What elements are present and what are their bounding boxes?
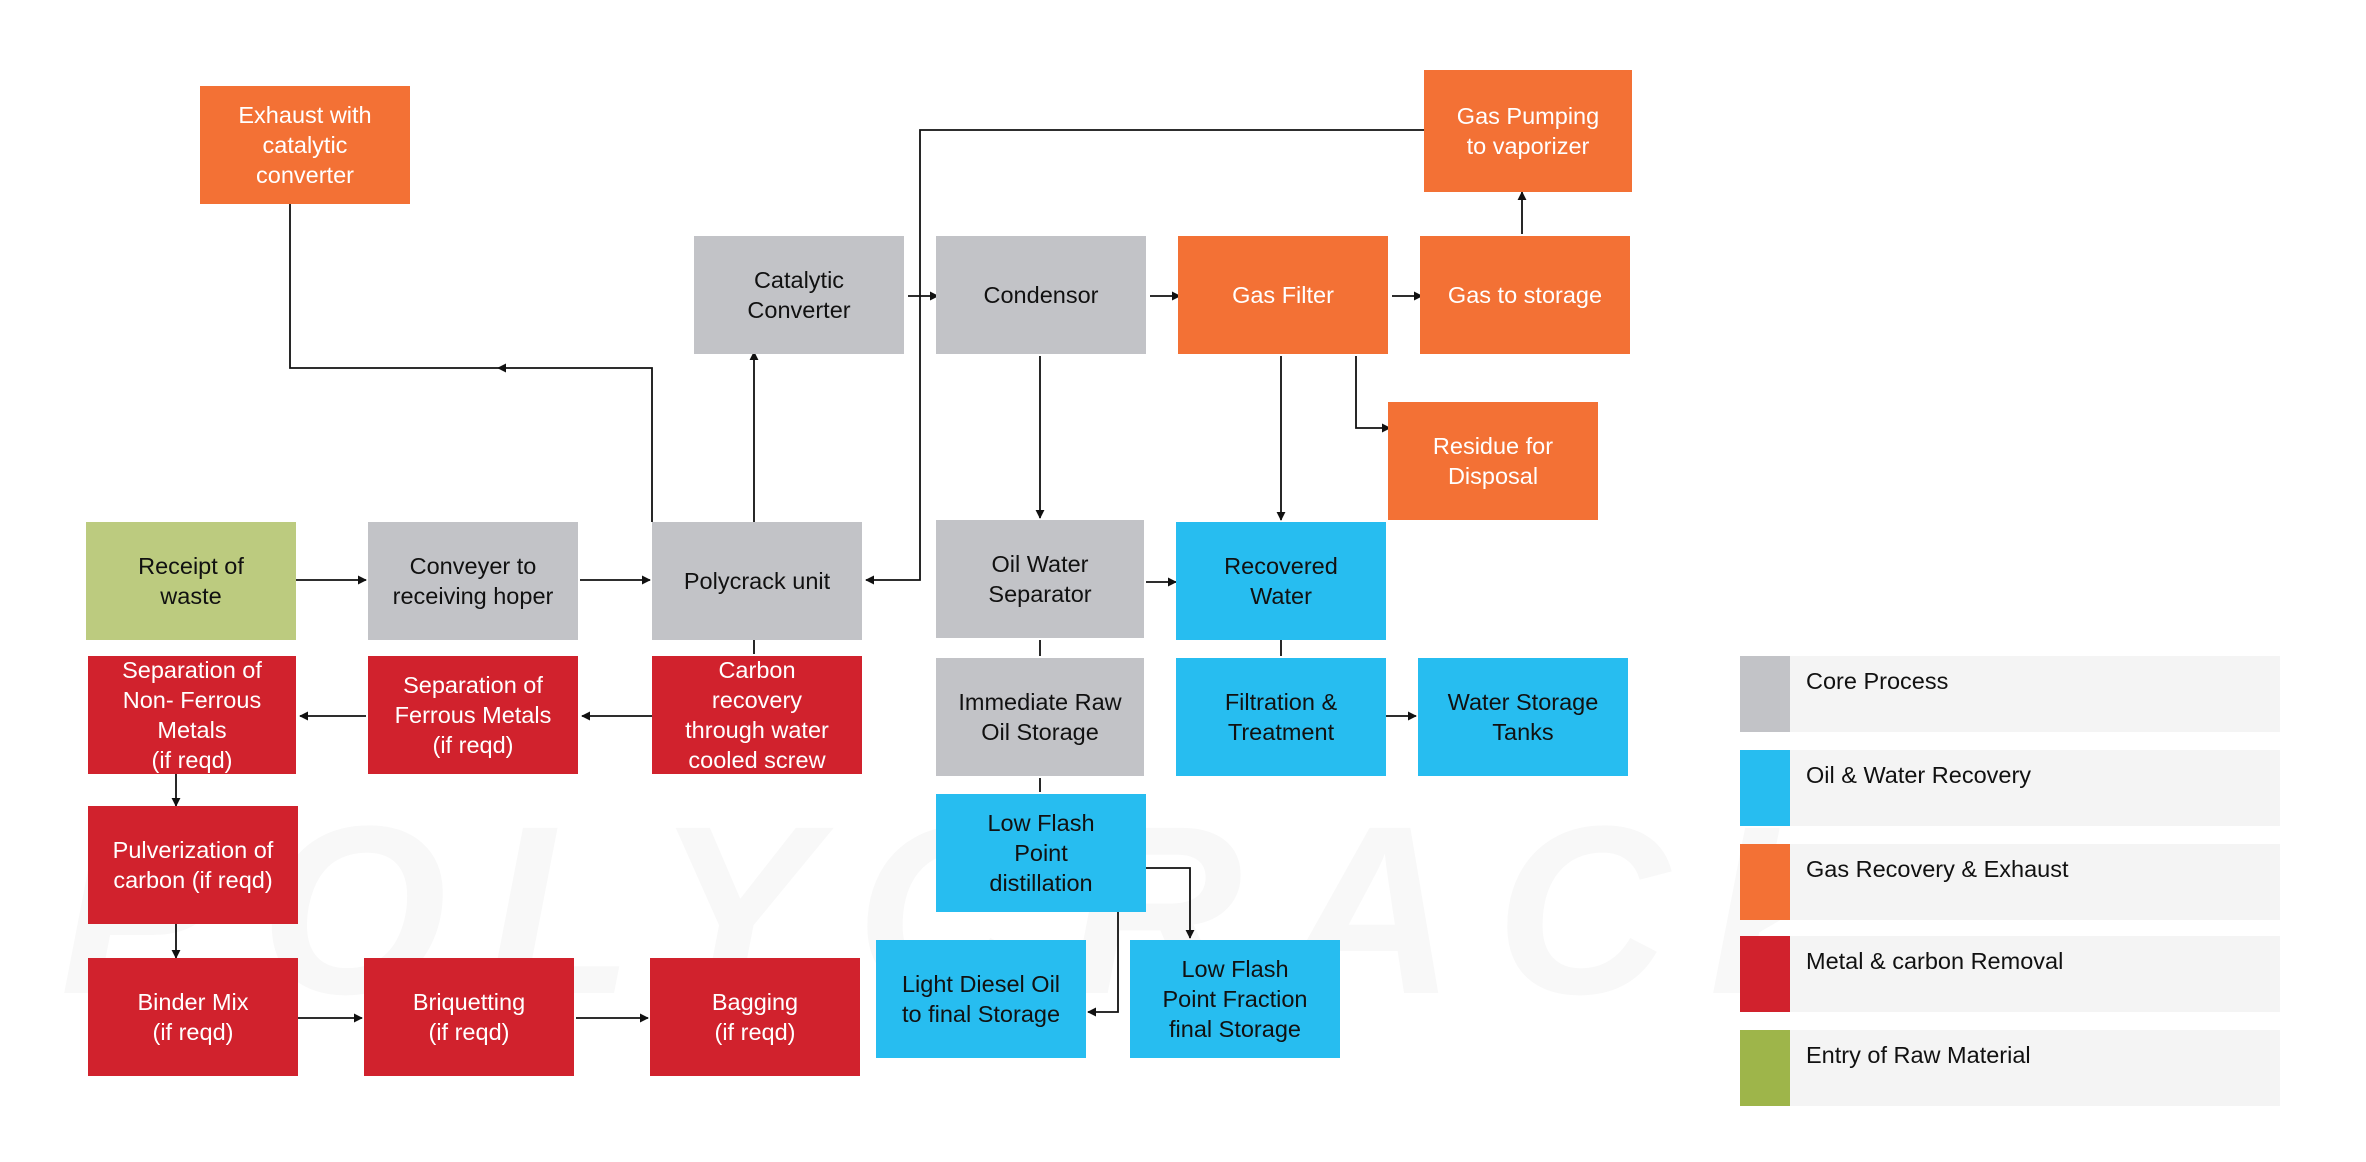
- legend-label: Gas Recovery & Exhaust: [1806, 856, 2069, 882]
- connector-to-exhaust-box: [289, 204, 498, 369]
- legend-item-gas: Gas Recovery & Exhaust: [1740, 844, 2280, 920]
- legend-swatch-entry: [1740, 1030, 1790, 1106]
- connector-lowflash-to-diesel: [1087, 912, 1119, 1017]
- legend-swatch-core: [1740, 656, 1790, 732]
- legend-item-oil-water: Oil & Water Recovery: [1740, 750, 2280, 826]
- node-low-flash-fraction: Low Flash Point Fraction final Storage: [1130, 940, 1340, 1058]
- connector-gasfilter-to-residue: [1355, 356, 1391, 433]
- node-filtration: Filtration & Treatment: [1176, 658, 1386, 776]
- node-carbon-recovery: Carbon recovery through water cooled scr…: [652, 656, 862, 774]
- node-low-flash-distillation: Low Flash Point distillation: [936, 794, 1146, 912]
- connector-polycrack-to-exhaust: [497, 363, 653, 522]
- node-gas-pumping: Gas Pumping to vaporizer: [1424, 70, 1632, 192]
- node-binder-mix: Binder Mix (if reqd): [88, 958, 298, 1076]
- node-briquetting: Briquetting (if reqd): [364, 958, 574, 1076]
- node-condensor: Condensor: [936, 236, 1146, 354]
- connector-pumping-to-polycrack: [865, 129, 1424, 585]
- legend-item-entry: Entry of Raw Material: [1740, 1030, 2280, 1106]
- node-immediate-raw-oil: Immediate Raw Oil Storage: [936, 658, 1144, 776]
- connector-lowflash-to-fraction: [1146, 867, 1195, 939]
- node-residue: Residue for Disposal: [1388, 402, 1598, 520]
- node-pulverization: Pulverization of carbon (if reqd): [88, 806, 298, 924]
- node-catalytic-converter: Catalytic Converter: [694, 236, 904, 354]
- legend-swatch-gas: [1740, 844, 1790, 920]
- legend-item-core: Core Process: [1740, 656, 2280, 732]
- legend-label: Core Process: [1806, 668, 1949, 694]
- node-gas-storage: Gas to storage: [1420, 236, 1630, 354]
- legend-label: Metal & carbon Removal: [1806, 948, 2064, 974]
- node-receipt-of-waste: Receipt of waste: [86, 522, 296, 640]
- legend-item-metal: Metal & carbon Removal: [1740, 936, 2280, 1012]
- node-separation-ferrous: Separation of Ferrous Metals (if reqd): [368, 656, 578, 774]
- legend-label: Oil & Water Recovery: [1806, 762, 2032, 788]
- legend-swatch-oil-water: [1740, 750, 1790, 826]
- node-separation-nonferrous: Separation of Non- Ferrous Metals (if re…: [88, 656, 296, 774]
- node-exhaust: Exhaust with catalytic converter: [200, 86, 410, 204]
- node-bagging: Bagging (if reqd): [650, 958, 860, 1076]
- node-polycrack-unit: Polycrack unit: [652, 522, 862, 640]
- legend-swatch-metal: [1740, 936, 1790, 1012]
- node-water-storage-tanks: Water Storage Tanks: [1418, 658, 1628, 776]
- node-conveyer: Conveyer to receiving hoper: [368, 522, 578, 640]
- node-gas-filter: Gas Filter: [1178, 236, 1388, 354]
- node-recovered-water: Recovered Water: [1176, 522, 1386, 640]
- legend-label: Entry of Raw Material: [1806, 1042, 2031, 1068]
- node-light-diesel-oil: Light Diesel Oil to final Storage: [876, 940, 1086, 1058]
- node-oil-water-separator: Oil Water Separator: [936, 520, 1144, 638]
